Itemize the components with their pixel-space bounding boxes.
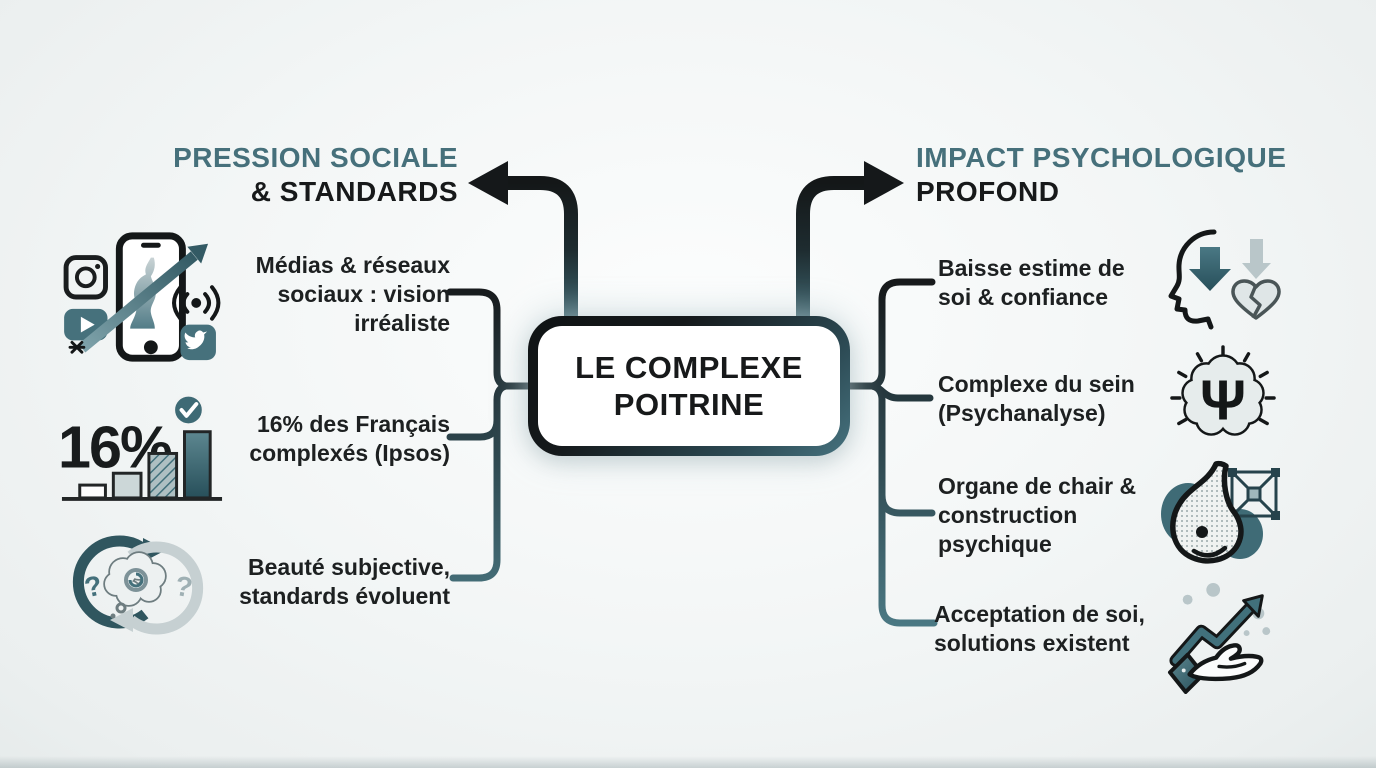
left-header-line2: & STANDARDS xyxy=(250,176,458,207)
light-cycle-arrow xyxy=(110,541,204,635)
burst-icon xyxy=(68,340,86,354)
nipple-dot xyxy=(1196,526,1208,538)
broadcast-signal-icon xyxy=(172,285,221,321)
growth-hand-icon xyxy=(1167,582,1271,694)
radiating-lines xyxy=(1170,345,1276,426)
right-header-line1: IMPACT PSYCHOLOGIQUE xyxy=(916,142,1287,173)
twitter-icon xyxy=(180,324,216,361)
right-item-esteem-text: Baisse estime de soi & confiance xyxy=(938,255,1125,310)
bar-chart-icon xyxy=(61,430,223,501)
left-branch-connectors xyxy=(446,288,536,582)
bottom-shadow xyxy=(0,756,1376,768)
psi-symbol: Ψ xyxy=(1200,369,1246,433)
right-branch-header: IMPACT PSYCHOLOGIQUE PROFOND xyxy=(916,141,1316,209)
brain-psi-icon: Ψ xyxy=(1170,345,1276,436)
broken-heart-icon xyxy=(1231,279,1281,320)
cycle-thought-icon: ? ? xyxy=(72,535,204,635)
instagram-icon xyxy=(63,255,108,300)
right-item-acceptation-text: Acceptation de soi, solutions existent xyxy=(934,601,1145,656)
left-arrowhead xyxy=(468,161,508,205)
self-esteem-drop-icon xyxy=(1168,229,1281,330)
left-branch-header: PRESSION SOCIALE & STANDARDS xyxy=(138,141,458,209)
right-branch-connectors xyxy=(842,278,938,627)
right-header-line2: PROFOND xyxy=(916,176,1060,207)
open-hand-icon xyxy=(1167,643,1264,694)
social-media-phone-icon xyxy=(63,232,221,362)
central-topic-title: LE COMPLEXE POITRINE xyxy=(575,349,803,422)
stats-16-percent-icon: 16% xyxy=(58,393,223,501)
right-arrowhead xyxy=(864,161,904,205)
left-item-media-text: Médias & réseaux sociaux : vision irréal… xyxy=(255,252,450,336)
question-mark-left: ? xyxy=(82,569,105,603)
right-item-organe-text: Organe de chair & construction psychique xyxy=(938,473,1137,557)
arrow-to-left-branch xyxy=(468,161,578,332)
central-topic-inner: LE COMPLEXE POITRINE xyxy=(538,326,840,446)
brain-outline xyxy=(1181,354,1265,436)
down-arrow-light-icon xyxy=(1242,239,1271,279)
question-mark-right: ? xyxy=(173,570,195,604)
breast-psyche-icon xyxy=(1161,460,1280,564)
left-item-stat-text: 16% des Français complexés (Ipsos) xyxy=(249,411,450,466)
growth-arrow-icon xyxy=(1169,594,1264,667)
head-profile-icon xyxy=(1168,229,1217,330)
left-header-line1: PRESSION SOCIALE xyxy=(173,142,458,173)
breast-icon xyxy=(1170,460,1244,564)
central-topic-box: LE COMPLEXE POITRINE xyxy=(528,316,850,456)
thought-cloud-icon xyxy=(103,551,167,619)
down-arrow-dark-icon xyxy=(1189,247,1231,291)
right-item-psychanalyse-text: Complexe du sein (Psychanalyse) xyxy=(938,371,1135,426)
left-item-beauty-text: Beauté subjective, standards évoluent xyxy=(239,554,450,609)
arrow-to-right-branch xyxy=(796,161,904,332)
check-circle-icon xyxy=(172,393,205,427)
